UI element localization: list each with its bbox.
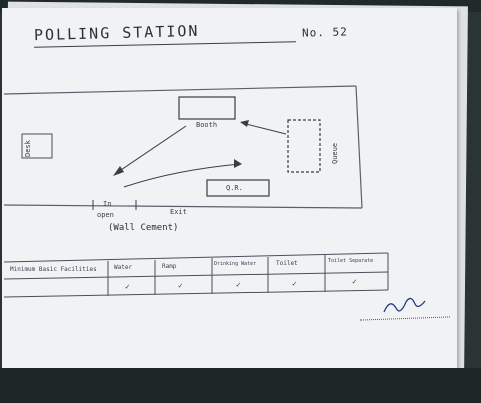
- exit-label: Exit: [170, 208, 187, 216]
- table-mark-toilet: ✓: [292, 279, 297, 288]
- table-mark-water: ✓: [125, 282, 130, 291]
- table-line-bottom: [3, 289, 389, 298]
- booth-label: Booth: [196, 121, 218, 129]
- arrow-booth-to-exit: [114, 125, 187, 175]
- table-header-facilities: Minimum Basic Facilities: [10, 266, 97, 273]
- arrowhead-exit: [113, 166, 124, 176]
- table-header-ramp: Ramp: [162, 263, 177, 270]
- arrowhead-entry: [234, 159, 242, 168]
- desk-background-bottom: [0, 368, 481, 403]
- desk-box-bottom: [206, 179, 270, 197]
- left-desk-box: [21, 133, 53, 159]
- wall-caption: (Wall Cement): [108, 223, 179, 233]
- entry-label: In: [103, 200, 112, 208]
- table-header-toilet-separate: Toilet Separate: [328, 258, 374, 264]
- arrowhead-booth: [240, 120, 249, 127]
- table-line-top: [3, 252, 389, 263]
- room-wall-bottom: [3, 204, 363, 209]
- room-wall-top: [3, 85, 357, 95]
- bottom-box-label: Q.R.: [226, 184, 243, 192]
- table-header-toilet: Toilet: [276, 260, 298, 267]
- room-wall-right: [355, 85, 363, 209]
- table-header-drinking-water: Drinking Water: [214, 261, 257, 267]
- open-label: open: [97, 211, 114, 219]
- queue-box: [287, 119, 321, 173]
- table-mark-drinking-water: ✓: [236, 280, 241, 289]
- table-header-water: Water: [114, 264, 133, 271]
- booth-box: [178, 96, 236, 120]
- arrow-entry-path: [123, 163, 241, 188]
- table-line-mid: [3, 271, 389, 280]
- document-page: [2, 8, 457, 373]
- arrow-queue-to-booth: [241, 122, 287, 135]
- table-mark-ramp: ✓: [178, 281, 183, 290]
- table-mark-toilet-separate: ✓: [352, 277, 357, 286]
